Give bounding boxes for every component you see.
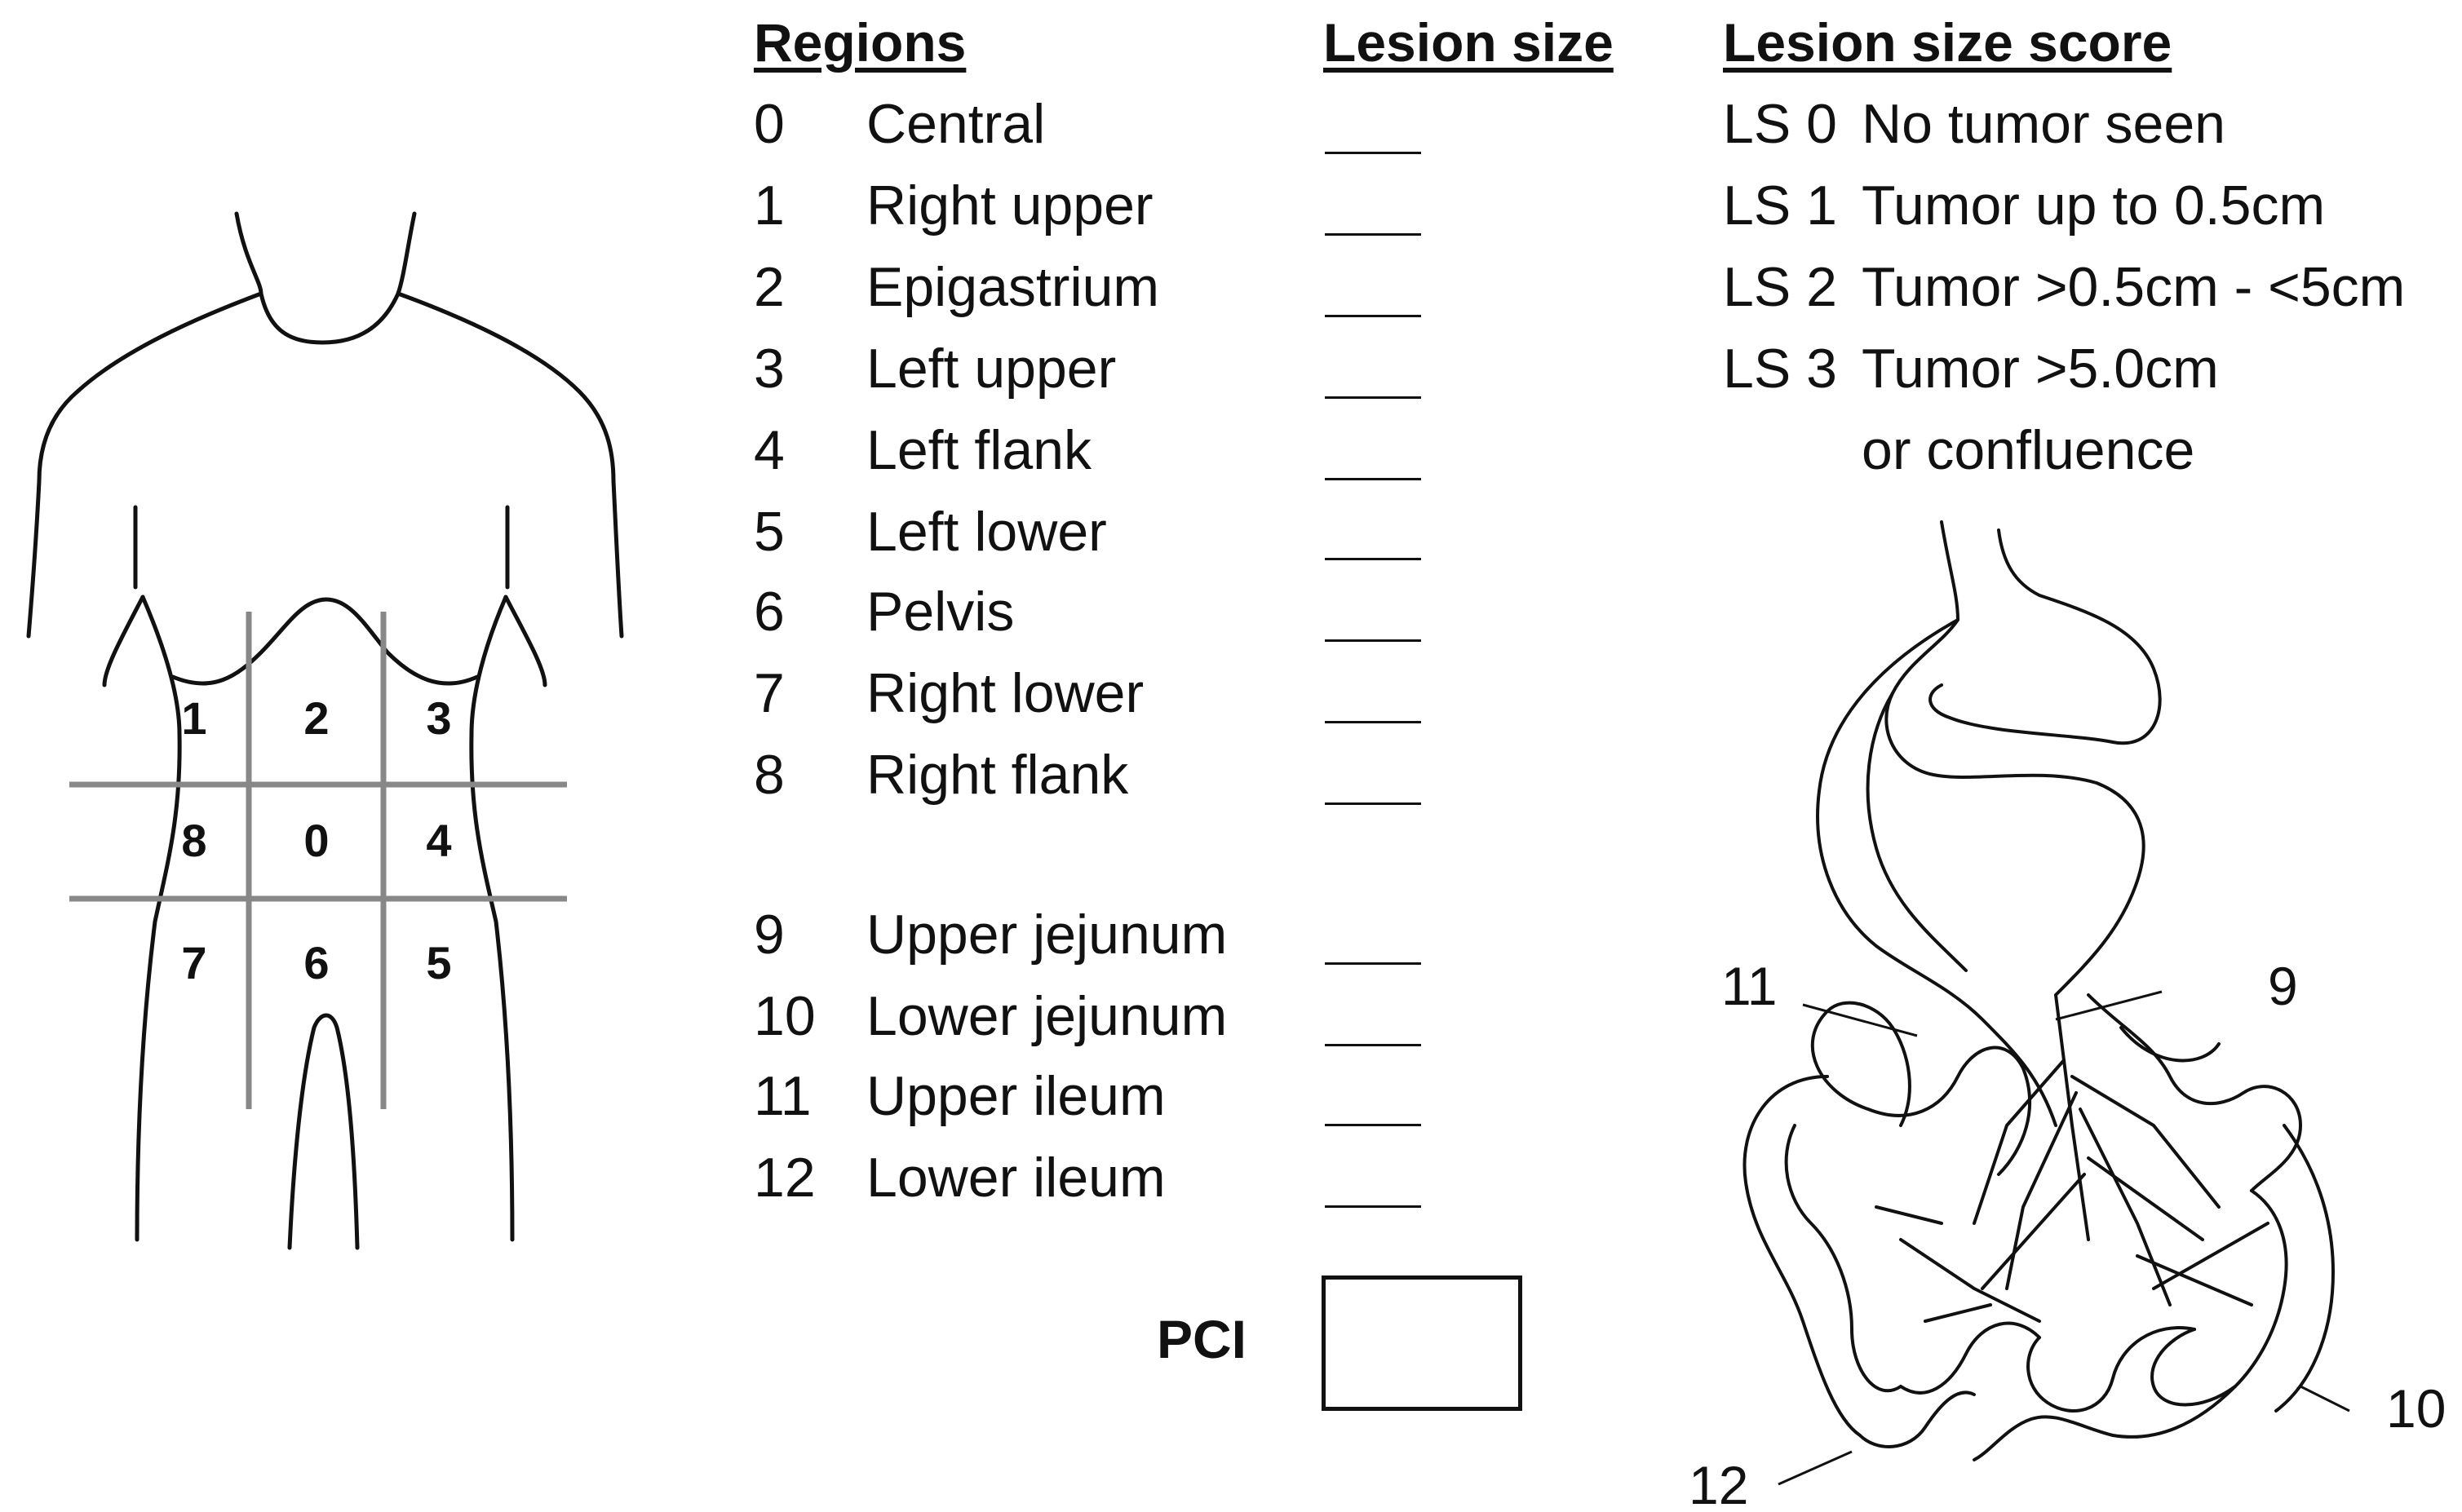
score-code: LS 1	[1723, 175, 1837, 237]
torso-diagram: 1 2 3 8 0 4 7 6 5	[26, 211, 624, 1250]
lesion-size-blank[interactable]	[1325, 639, 1421, 642]
region-number: 7	[754, 662, 785, 724]
region-number: 2	[754, 256, 785, 318]
score-description: No tumor seen	[1862, 93, 2225, 155]
lesion-size-blank[interactable]	[1325, 558, 1421, 560]
torso-grid	[69, 612, 567, 1109]
region-label: Central	[866, 93, 1046, 155]
bowel-outline	[1742, 520, 2335, 1461]
lesion-size-blank[interactable]	[1325, 1205, 1421, 1208]
lesion-size-blank[interactable]	[1325, 233, 1421, 236]
score-description: or confluence	[1862, 419, 2195, 481]
score-code: LS 2	[1723, 256, 1837, 318]
region-label: Left upper	[866, 338, 1117, 400]
bowel-label-lower-ileum: 12	[1689, 1455, 1748, 1512]
lesion-size-blank[interactable]	[1325, 721, 1421, 723]
score-description: Tumor up to 0.5cm	[1862, 175, 2326, 237]
region-number: 12	[754, 1147, 816, 1209]
lesion-size-blank[interactable]	[1325, 152, 1421, 154]
pci-score-box[interactable]	[1322, 1275, 1522, 1411]
region-label: Right upper	[866, 175, 1154, 237]
grid-number: 6	[303, 937, 329, 988]
pci-label: PCI	[1157, 1309, 1247, 1369]
region-number: 10	[754, 985, 816, 1047]
score-code: LS 0	[1723, 93, 1837, 155]
region-label: Lower jejunum	[866, 985, 1228, 1047]
lesion-size-blank[interactable]	[1325, 478, 1421, 480]
lesion-size-blank[interactable]	[1325, 962, 1421, 965]
region-number: 1	[754, 175, 785, 237]
region-label: Pelvis	[866, 581, 1015, 643]
bowel-label-upper-ileum: 11	[1721, 956, 1778, 1016]
grid-number: 5	[426, 937, 451, 988]
region-number: 0	[754, 93, 785, 155]
grid-number: 7	[181, 937, 206, 988]
lesion-size-score-header: Lesion size score	[1723, 12, 2172, 73]
region-number: 4	[754, 419, 785, 481]
small-bowel-diagram: 11 9 10 12	[1689, 520, 2446, 1512]
torso-outline	[26, 211, 624, 1250]
bowel-label-lower-jejunum: 10	[2386, 1378, 2446, 1439]
lesion-size-header: Lesion size	[1323, 12, 1614, 73]
region-label: Right lower	[866, 662, 1145, 724]
region-number: 9	[754, 904, 785, 966]
regions-header: Regions	[754, 12, 967, 73]
grid-number: 8	[181, 815, 206, 866]
region-number: 6	[754, 581, 785, 643]
lesion-size-blank[interactable]	[1325, 802, 1421, 805]
lesion-size-blank[interactable]	[1325, 1044, 1421, 1046]
region-label: Upper jejunum	[866, 904, 1228, 966]
region-label: Left lower	[866, 501, 1107, 563]
region-label: Left flank	[866, 419, 1092, 481]
region-label: Epigastrium	[866, 256, 1160, 318]
score-code: LS 3	[1723, 338, 1837, 400]
region-number: 8	[754, 744, 785, 806]
score-description: Tumor >0.5cm - <5cm	[1862, 256, 2406, 318]
grid-number: 2	[303, 692, 329, 744]
region-label: Upper ileum	[866, 1065, 1166, 1127]
region-label: Lower ileum	[866, 1147, 1166, 1209]
region-number: 3	[754, 338, 785, 400]
lesion-size-blank[interactable]	[1325, 1124, 1421, 1126]
bowel-leader-lines	[1778, 990, 2350, 1486]
score-description: Tumor >5.0cm	[1862, 338, 2219, 400]
region-number: 5	[754, 501, 785, 563]
lesion-size-blank[interactable]	[1325, 315, 1421, 317]
grid-number: 3	[426, 692, 451, 744]
grid-number: 0	[303, 815, 329, 866]
region-label: Right flank	[866, 744, 1129, 806]
grid-number: 1	[181, 692, 206, 744]
lesion-size-blank[interactable]	[1325, 396, 1421, 399]
bowel-label-upper-jejunum: 9	[2268, 956, 2298, 1016]
grid-number: 4	[426, 815, 451, 866]
region-number: 11	[754, 1065, 812, 1127]
